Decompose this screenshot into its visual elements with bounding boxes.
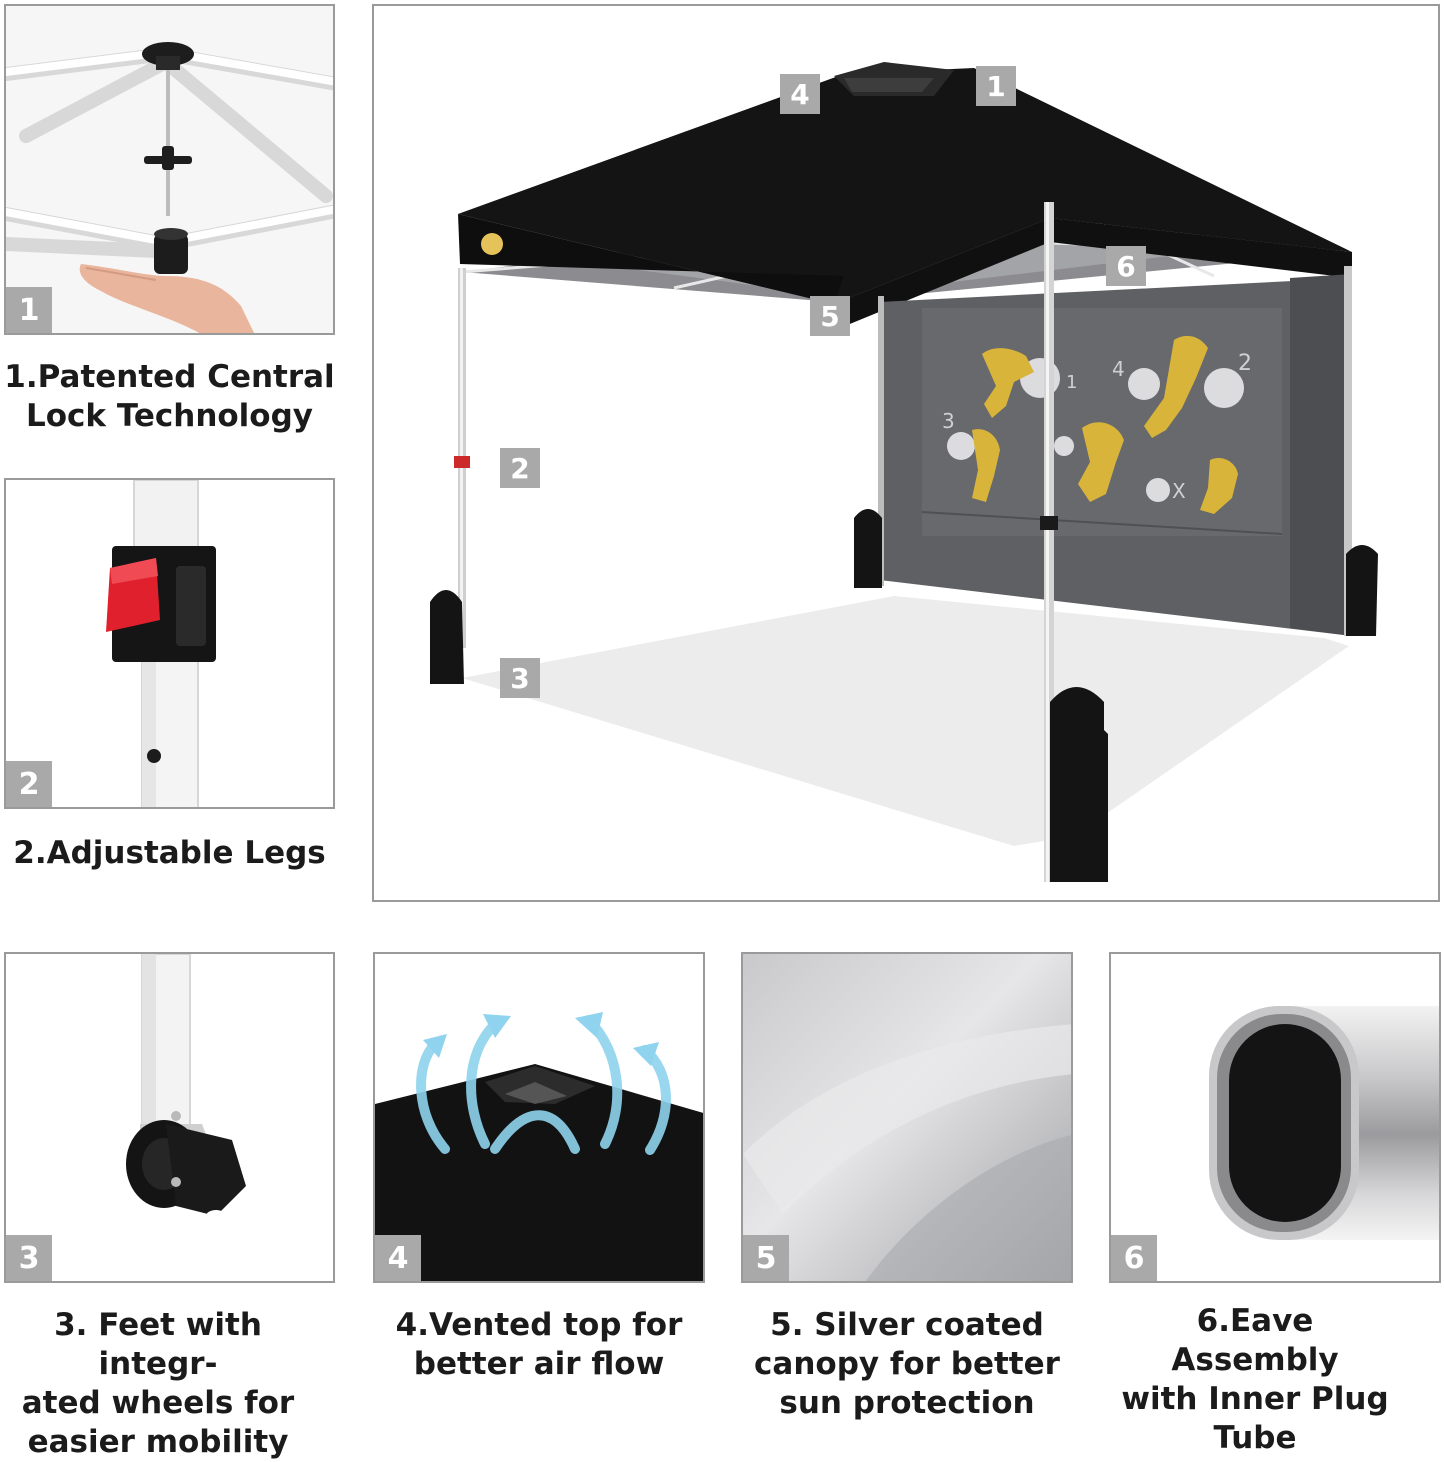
sidewall-target-3: 3 xyxy=(942,409,955,433)
sidewall-target-1: 1 xyxy=(1066,372,1077,393)
callout-badge-5: 5 xyxy=(810,296,850,336)
callout-badge-6: 6 xyxy=(1106,246,1146,286)
callout-badge-2: 2 xyxy=(500,448,540,488)
caption-silver-coating: 5. Silver coated canopy for better sun p… xyxy=(754,1307,1060,1421)
feature-panel-central-lock: 1 xyxy=(4,4,335,335)
feature-panel-vented-top: 4 xyxy=(373,952,705,1283)
feature-badge-2: 2 xyxy=(6,761,52,807)
feature-badge-4: 4 xyxy=(375,1235,421,1281)
feature-panel-silver-coating: 5 xyxy=(741,952,1073,1283)
feature-panel-eave-tube: 6 xyxy=(1109,952,1441,1283)
eave-tube-illustration xyxy=(1111,954,1439,1281)
feature-panel-adjustable-legs: 2 xyxy=(4,478,335,809)
vented-top-illustration xyxy=(375,954,703,1281)
callout-badge-1: 1 xyxy=(976,66,1016,106)
caption-central-lock: 1.Patented Central Lock Technology xyxy=(4,359,335,434)
feature-panel-feet-wheels: 3 xyxy=(4,952,335,1283)
sidewall-target-4: 4 xyxy=(1112,357,1125,381)
caption-eave-tube: 6.Eave Assembly with Inner Plug Tube xyxy=(1121,1303,1389,1456)
main-canopy-panel: 1 2 3 4 X 4 1 6 5 2 3 xyxy=(372,4,1440,902)
callout-badge-3: 3 xyxy=(500,658,540,698)
feet-wheels-illustration xyxy=(6,954,333,1281)
callout-badge-4: 4 xyxy=(780,74,820,114)
caption-adjustable-legs: 2.Adjustable Legs xyxy=(13,835,326,871)
caption-vented-top: 4.Vented top for better air flow xyxy=(395,1307,683,1382)
feature-badge-5: 5 xyxy=(743,1235,789,1281)
central-lock-illustration xyxy=(6,6,333,333)
feature-badge-6: 6 xyxy=(1111,1235,1157,1281)
caption-feet-wheels: 3. Feet with integr- ated wheels for eas… xyxy=(21,1307,295,1460)
sidewall-target-x: X xyxy=(1172,479,1186,503)
sidewall-target-2: 2 xyxy=(1238,351,1252,376)
canopy-tent-illustration: 1 2 3 4 X xyxy=(374,6,1438,900)
silver-coating-illustration xyxy=(743,954,1071,1281)
feature-badge-3: 3 xyxy=(6,1235,52,1281)
adjustable-leg-illustration xyxy=(6,480,333,807)
feature-badge-1: 1 xyxy=(6,287,52,333)
